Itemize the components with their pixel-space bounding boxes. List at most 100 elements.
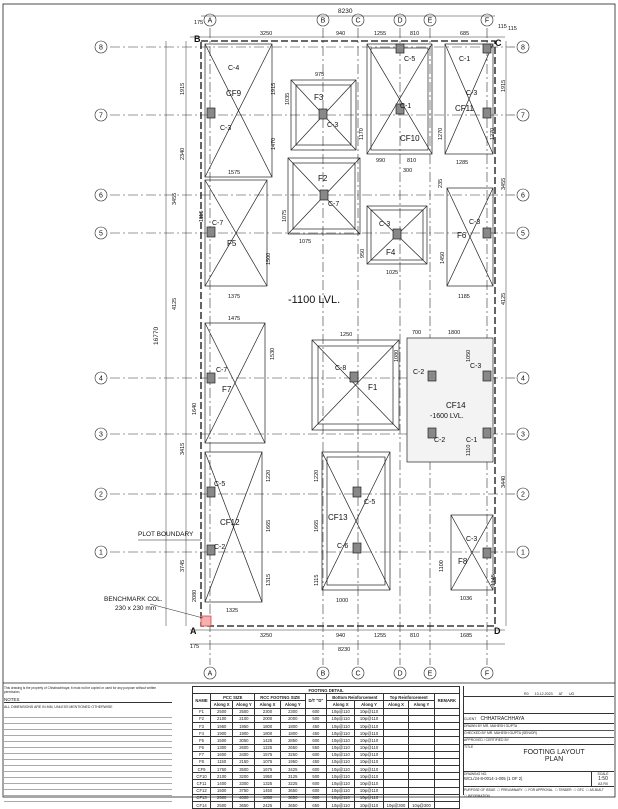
svg-text:940: 940 [336, 31, 345, 37]
svg-text:1915: 1915 [271, 83, 277, 95]
purpose-option[interactable]: ☐ INFORMATION [464, 794, 490, 798]
svg-text:685: 685 [460, 31, 469, 37]
plot-boundary-label: PLOT BOUNDARY [138, 531, 194, 538]
svg-text:3: 3 [521, 432, 525, 439]
footing-f4 [366, 205, 428, 265]
table-cell: 10φ@110 [354, 721, 384, 731]
svg-text:F: F [485, 18, 489, 25]
svg-text:1036: 1036 [460, 596, 472, 602]
table-cell: 2100 [210, 772, 234, 781]
rev-date: 13.12.2023 [534, 692, 553, 696]
drawn-row: DRAWN BY MR. MAHESH GUPTA [464, 724, 614, 731]
plan-callouts: PLOT BOUNDARY BENCHMARK COL. 230 x 230 m… [104, 531, 204, 619]
level-label: -1100 LVL. [288, 294, 340, 306]
table-cell: 2000 [279, 714, 306, 723]
svg-text:D: D [494, 626, 501, 636]
svg-text:E: E [428, 18, 433, 25]
svg-text:1475: 1475 [228, 316, 240, 322]
col-header: D/T "D" [304, 693, 327, 709]
table-cell [433, 729, 461, 738]
col-header: PCC SIZE [210, 693, 256, 702]
column-grid-lines [209, 28, 488, 665]
table-cell: 1500 [210, 786, 234, 795]
drawn-name: MR. MAHESH GUPTA [483, 724, 518, 728]
svg-text:D: D [397, 671, 402, 678]
svg-text:1530: 1530 [270, 348, 276, 360]
table-cell: 3650 [279, 786, 306, 795]
svg-text:C-2: C-2 [434, 437, 445, 444]
footing-f1 [311, 339, 400, 431]
table-cell: 1950 [254, 772, 281, 781]
svg-text:C: C [355, 671, 360, 678]
svg-text:1220: 1220 [314, 470, 320, 482]
svg-text:C-3: C-3 [327, 122, 338, 129]
table-cell: 10φ@110 [325, 743, 356, 752]
approved-label: APPROVED / CERTIFIED BY [464, 738, 509, 742]
table-cell: 10φ@110 [354, 793, 384, 803]
table-cell: 2300 [279, 707, 306, 716]
purpose-option[interactable]: ☐ FOR APPROVAL [524, 788, 553, 792]
checked-name: MR. MAHESH GUPTA (SENIOR) [486, 731, 537, 735]
disclaimer-text: This drawing is the property of Chhatrac… [4, 686, 157, 694]
svg-text:1115: 1115 [314, 575, 320, 586]
table-cell: 10φ@110 [325, 772, 356, 781]
svg-text:C-8: C-8 [335, 365, 346, 372]
purpose-option[interactable]: ☐ TENDER [554, 788, 572, 792]
svg-text:C-6: C-6 [337, 543, 348, 550]
approved-row: APPROVED / CERTIFIED BY [464, 738, 614, 745]
svg-text:C-5: C-5 [404, 56, 415, 63]
table-cell: 1150 [210, 757, 234, 767]
footing-f5 [204, 179, 268, 287]
corner-labels: B C A D [190, 34, 502, 636]
table-cell: 2500 [232, 707, 256, 716]
table-cell [408, 750, 435, 759]
svg-text:300: 300 [403, 168, 412, 174]
svg-text:C: C [355, 18, 360, 25]
footing-detail-title: FOOTING DETAIL [192, 685, 460, 695]
table-cell: 1950 [279, 757, 306, 767]
svg-text:F1: F1 [368, 383, 378, 392]
table-cell: CF12 [191, 786, 212, 795]
table-cell: 3425 [279, 765, 306, 774]
table-cell: 3300 [232, 779, 256, 788]
svg-text:1: 1 [521, 550, 525, 557]
svg-text:F3: F3 [314, 93, 324, 102]
table-cell [408, 786, 435, 795]
svg-text:1285: 1285 [456, 160, 468, 166]
table-cell: 450 [304, 729, 327, 738]
table-cell: 1950 [210, 721, 234, 731]
table-cell: 600 [304, 765, 327, 774]
svg-text:F7: F7 [222, 385, 232, 394]
svg-text:C-2: C-2 [413, 369, 424, 376]
svg-text:1110: 1110 [466, 445, 472, 456]
table-cell: 500 [304, 714, 327, 723]
table-cell: 2500 [210, 793, 234, 803]
purpose-option[interactable]: ☐ GFC [573, 788, 585, 792]
sub-header: Along Y [279, 700, 306, 709]
svg-text:B: B [321, 18, 326, 25]
svg-text:3440: 3440 [501, 476, 507, 488]
table-cell: 1800 [279, 729, 306, 738]
table-cell: F2 [191, 714, 212, 723]
table-cell: 2100 [210, 714, 234, 723]
table-cell: 3200 [232, 772, 256, 781]
purpose-option[interactable]: ☐ PRELIMINARY [497, 788, 523, 792]
svg-text:1075: 1075 [282, 210, 288, 222]
footing-cf14 [406, 337, 494, 463]
svg-text:C-5: C-5 [364, 499, 375, 506]
svg-text:1255: 1255 [374, 31, 386, 37]
svg-text:700: 700 [412, 330, 421, 336]
table-cell [433, 707, 461, 716]
table-cell: 2850 [279, 736, 306, 745]
table-cell [433, 779, 461, 788]
purpose-option[interactable]: ☐ AS-BUILT [586, 788, 604, 792]
svg-text:F4: F4 [386, 248, 396, 257]
svg-text:C-7: C-7 [328, 201, 339, 208]
